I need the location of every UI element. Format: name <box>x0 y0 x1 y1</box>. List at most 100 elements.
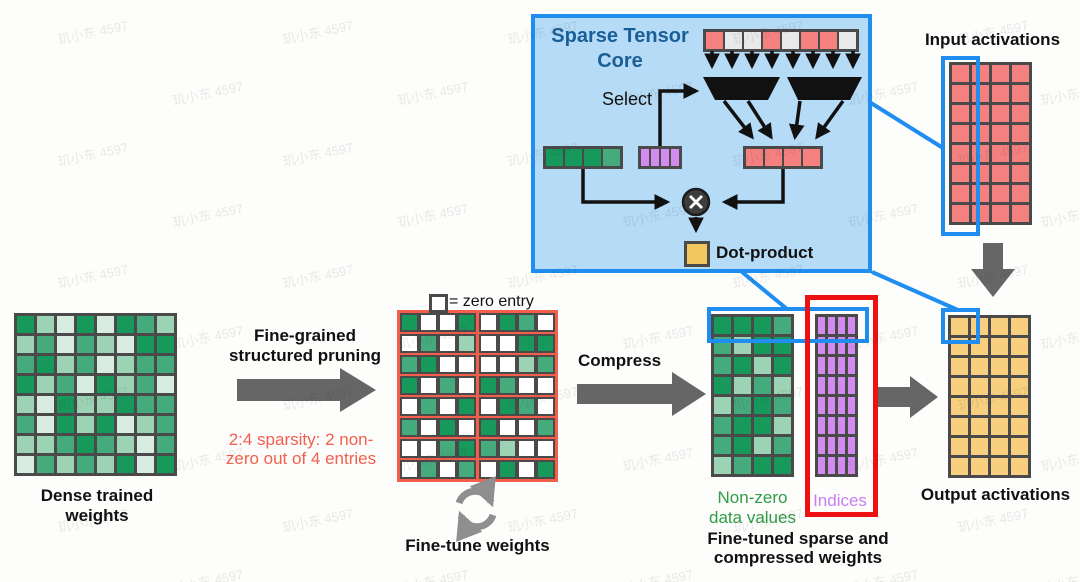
matrix-cell <box>157 436 174 453</box>
matrix-cell <box>57 356 74 373</box>
matrix-cell <box>828 357 835 374</box>
matrix-cell <box>517 418 536 437</box>
matrix-cell <box>774 457 791 474</box>
matrix-cell <box>714 437 731 454</box>
matrix-cell <box>951 398 968 415</box>
matrix-cell <box>137 396 154 413</box>
matrix-cell <box>77 436 94 453</box>
matrix-cell <box>734 457 751 474</box>
core-title-line1: Sparse Tensor <box>551 25 689 47</box>
matrix-cell <box>1011 418 1028 435</box>
matrix-cell <box>848 417 855 434</box>
matrix-cell <box>951 378 968 395</box>
matrix-cell <box>774 357 791 374</box>
matrix-cell <box>137 436 154 453</box>
matrix-cell <box>992 65 1009 82</box>
matrix-cell <box>400 376 419 395</box>
matrix-cell <box>952 145 969 162</box>
pruned-group-of-four <box>400 397 476 416</box>
matrix-cell <box>536 334 555 353</box>
matrix-cell <box>400 460 419 479</box>
matrix-cell <box>536 439 555 458</box>
matrix-cell <box>1012 185 1029 202</box>
core-weights-row <box>543 146 623 169</box>
output-cell-highlight <box>941 308 980 344</box>
matrix-cell <box>818 377 825 394</box>
matrix-cell <box>77 416 94 433</box>
matrix-cell <box>838 377 845 394</box>
matrix-cell <box>400 439 419 458</box>
matrix-cell <box>734 317 751 334</box>
matrix-cell <box>848 317 855 334</box>
matrix-cell <box>951 438 968 455</box>
matrix-cell <box>818 397 825 414</box>
matrix-cell <box>117 356 134 373</box>
matrix-cell <box>1012 145 1029 162</box>
matrix-cell <box>419 460 438 479</box>
matrix-cell <box>57 436 74 453</box>
matrix-cell <box>584 149 601 166</box>
matrix-cell <box>734 357 751 374</box>
matrix-cell <box>498 439 517 458</box>
matrix-cell <box>536 397 555 416</box>
watermark-text: 玑小东 4597 <box>396 78 470 109</box>
pruned-weights-matrix <box>397 310 558 482</box>
matrix-cell <box>1012 65 1029 82</box>
matrix-cell <box>952 205 969 222</box>
matrix-cell <box>17 436 34 453</box>
watermark-text: 玑小东 4597 <box>396 200 470 231</box>
matrix-cell <box>97 336 114 353</box>
watermark-text: 玑小东 4597 <box>1039 564 1080 582</box>
matrix-cell <box>991 418 1008 435</box>
finetune-label: Fine-tune weights <box>405 536 550 555</box>
dot-product-label: Dot-product <box>716 243 814 262</box>
matrix-cell <box>971 358 988 375</box>
matrix-cell <box>839 32 856 49</box>
matrix-cell <box>992 105 1009 122</box>
compressed-caption-line1: Fine-tuned sparse and <box>707 529 889 548</box>
matrix-cell <box>706 32 723 49</box>
matrix-cell <box>498 355 517 374</box>
dot-product-swatch <box>684 241 710 267</box>
matrix-cell <box>479 418 498 437</box>
matrix-cell <box>137 316 154 333</box>
matrix-cell <box>400 313 419 332</box>
pruned-group-of-four <box>400 460 476 479</box>
matrix-cell <box>838 397 845 414</box>
matrix-cell <box>992 125 1009 142</box>
matrix-cell <box>97 456 114 473</box>
matrix-cell <box>457 439 476 458</box>
watermark-text: 玑小东 4597 <box>1039 323 1080 353</box>
watermark-text: 玑小东 4597 <box>1039 445 1080 475</box>
matrix-cell <box>734 417 751 434</box>
matrix-cell <box>57 376 74 393</box>
matrix-cell <box>1012 165 1029 182</box>
matrix-cell <box>971 418 988 435</box>
matrix-cell <box>734 377 751 394</box>
matrix-cell <box>818 357 825 374</box>
matrix-cell <box>725 32 742 49</box>
matrix-cell <box>734 437 751 454</box>
finetune-cycle-icon <box>456 510 497 542</box>
matrix-cell <box>838 457 845 474</box>
matrix-cell <box>117 396 134 413</box>
matrix-cell <box>479 334 498 353</box>
matrix-cell <box>97 316 114 333</box>
input-activations-matrix <box>949 62 1032 225</box>
matrix-cell <box>951 358 968 375</box>
matrix-cell <box>438 397 457 416</box>
pruned-group-of-four <box>479 334 555 353</box>
matrix-cell <box>1011 398 1028 415</box>
matrix-cell <box>457 376 476 395</box>
matrix-cell <box>754 397 771 414</box>
matrix-cell <box>457 355 476 374</box>
matrix-cell <box>117 436 134 453</box>
watermark-text: 玑小东 4597 <box>506 505 580 536</box>
matrix-cell <box>991 438 1008 455</box>
matrix-cell <box>117 416 134 433</box>
matrix-cell <box>479 376 498 395</box>
pruned-group-of-four <box>400 334 476 353</box>
matrix-cell <box>1012 85 1029 102</box>
matrix-cell <box>57 396 74 413</box>
